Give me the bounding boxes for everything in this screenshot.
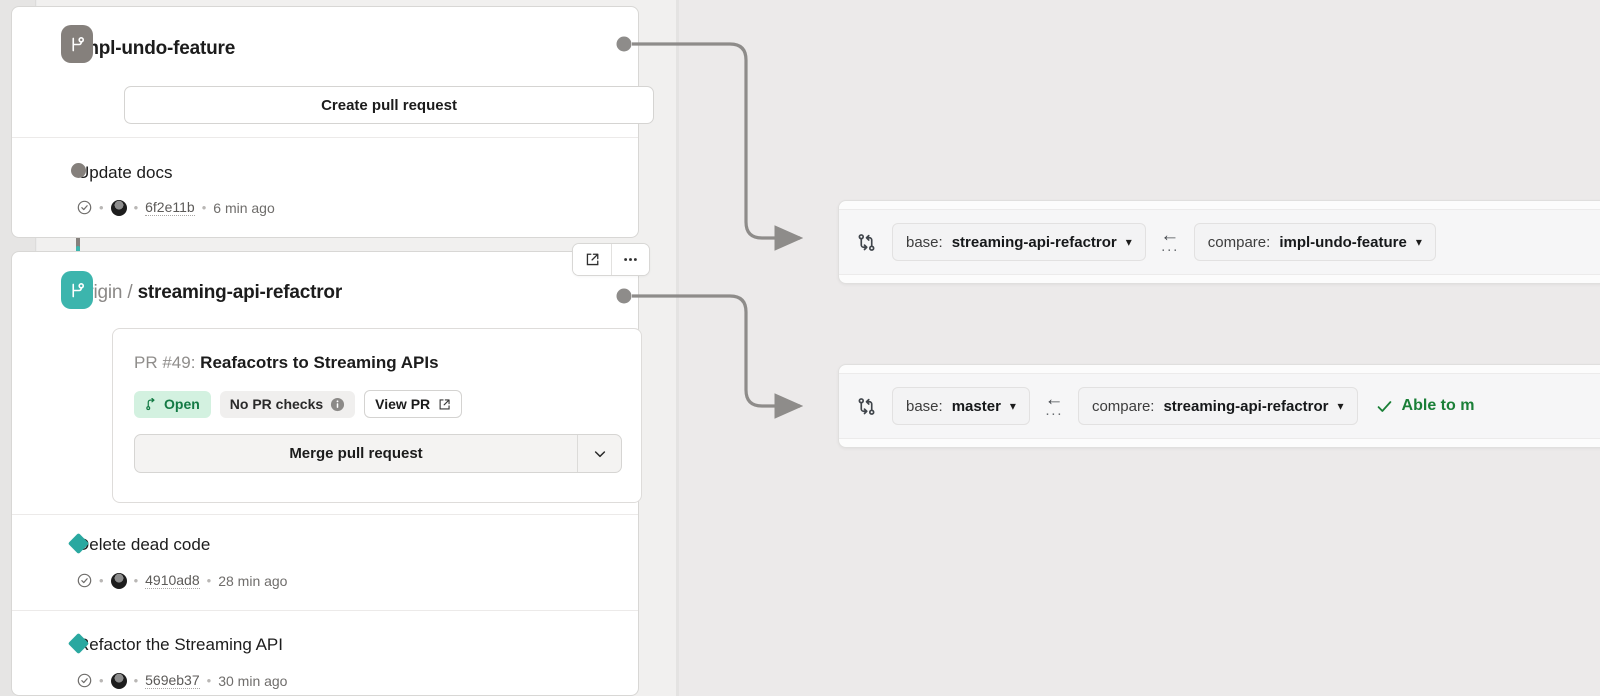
chevron-down-icon: ▾ (1415, 235, 1422, 249)
merge-button-group: Merge pull request (134, 434, 622, 473)
commit-time: 28 min ago (218, 572, 288, 589)
commit-sha-link[interactable]: 569eb37 (145, 672, 200, 689)
commit-message: Update docs (77, 163, 173, 182)
git-compare-icon (857, 233, 876, 252)
branch-name: impl-undo-feature (77, 38, 236, 59)
compare-pane (679, 0, 1600, 696)
pull-request-title-text: Reafacotrs to Streaming APIs (200, 353, 439, 372)
pull-request-icon (145, 397, 158, 411)
merge-status: Able to m (1376, 397, 1475, 415)
direction-dots: ··· (1160, 241, 1179, 258)
check-circle-icon (77, 573, 92, 588)
status-badge-label: Open (164, 396, 200, 412)
left-arrow-icon: ← (1044, 389, 1064, 410)
compare-direction-indicator: ← ··· (1146, 225, 1194, 258)
compare-label: compare: (1091, 397, 1155, 415)
meta-separator: • (99, 673, 104, 688)
commit-sha-link[interactable]: 4910ad8 (145, 572, 200, 589)
left-arrow-icon: ← (1160, 225, 1180, 246)
commit-meta: • • 6f2e11b • 6 min ago (77, 199, 275, 216)
compare-branch-select[interactable]: compare: impl-undo-feature ▾ (1193, 223, 1436, 261)
compare-panel-inner: base: streaming-api-refactror ▾ ← ··· co… (839, 209, 1600, 275)
meta-separator: • (206, 673, 212, 688)
base-branch-select[interactable]: base: master ▾ (892, 387, 1030, 425)
pull-request-box: PR #49: Reafacotrs to Streaming APIs Ope… (112, 328, 642, 503)
commit-time: 6 min ago (213, 199, 275, 216)
base-branch-select[interactable]: base: streaming-api-refactror ▾ (892, 223, 1146, 261)
commit-message: Delete dead code (77, 535, 211, 554)
branch-header-actions (572, 243, 650, 276)
merge-options-caret[interactable] (577, 435, 621, 472)
check-circle-icon (77, 200, 92, 215)
base-label: base: (906, 233, 943, 251)
meta-separator: • (201, 200, 207, 215)
view-pr-label: View PR (375, 396, 431, 412)
view-pr-button[interactable]: View PR (364, 390, 463, 418)
card-row-separator (12, 514, 638, 515)
branch-icon-chip-origin (61, 271, 93, 309)
branch-icon-chip-impl (61, 25, 93, 63)
base-value: streaming-api-refactror (951, 233, 1117, 251)
external-link-icon (438, 398, 451, 411)
branch-card-impl-undo-feature: impl-undo-feature Create pull request Up… (11, 6, 654, 238)
git-compare-icon (857, 397, 876, 416)
pr-checks-label: No PR checks (229, 396, 324, 412)
commit-meta: • • 4910ad8 • 28 min ago (77, 572, 287, 589)
more-options-icon[interactable] (611, 244, 649, 275)
branch-separator: / (127, 282, 133, 303)
avatar (110, 572, 127, 589)
chevron-down-icon: ▾ (1337, 399, 1344, 413)
base-value: master (951, 397, 1001, 415)
compare-value: streaming-api-refactror (1163, 397, 1329, 415)
meta-separator: • (133, 200, 139, 215)
chevron-down-icon (594, 450, 605, 457)
meta-separator: • (133, 673, 139, 688)
chevron-down-icon: ▾ (1125, 235, 1132, 249)
commit-message: Refactor the Streaming API (77, 635, 283, 654)
commit-meta: • • 569eb37 • 30 min ago (77, 672, 287, 689)
compare-value: impl-undo-feature (1279, 233, 1407, 251)
avatar (110, 199, 127, 216)
create-pull-request-button[interactable]: Create pull request (124, 86, 654, 124)
pr-checks-badge[interactable]: No PR checks (219, 390, 356, 418)
pull-request-title: PR #49: Reafacotrs to Streaming APIs (134, 353, 439, 373)
git-branch-icon (71, 36, 84, 51)
meta-separator: • (99, 573, 104, 588)
compare-label: compare: (1207, 233, 1271, 251)
check-circle-icon (77, 673, 92, 688)
check-icon (1376, 398, 1393, 415)
compare-panel-inner: base: master ▾ ← ··· compare: streaming-… (839, 373, 1600, 439)
direction-dots: ··· (1044, 405, 1063, 422)
card-row-separator (12, 137, 638, 138)
info-icon[interactable] (330, 397, 345, 412)
meta-separator: • (206, 573, 212, 588)
card-row-separator (12, 610, 638, 611)
commit-node-dot (71, 163, 86, 178)
pull-request-badges: Open No PR checks View PR (134, 390, 463, 418)
compare-direction-indicator: ← ··· (1030, 389, 1078, 422)
base-label: base: (906, 397, 943, 415)
chevron-down-icon: ▾ (1009, 399, 1016, 413)
commit-time: 30 min ago (218, 672, 288, 689)
branch-header: impl-undo-feature (12, 7, 638, 95)
compare-panel-impl-undo-feature: base: streaming-api-refactror ▾ ← ··· co… (838, 200, 1600, 284)
pull-request-number: PR #49: (134, 353, 196, 372)
status-badge-open[interactable]: Open (134, 390, 211, 418)
open-external-icon[interactable] (573, 244, 611, 275)
branch-name-full: origin / streaming-api-refactror (77, 282, 342, 304)
meta-separator: • (99, 200, 104, 215)
commit-sha-link[interactable]: 6f2e11b (145, 199, 195, 216)
branch-card-streaming-api-refactror: origin / streaming-api-refactror PR #49:… (11, 251, 642, 696)
avatar (110, 672, 127, 689)
git-branch-icon (71, 282, 84, 297)
merge-status-label: Able to m (1401, 397, 1475, 414)
meta-separator: • (133, 573, 139, 588)
compare-branch-select[interactable]: compare: streaming-api-refactror ▾ (1077, 387, 1358, 425)
branch-name: streaming-api-refactror (137, 282, 343, 303)
merge-pull-request-button[interactable]: Merge pull request (289, 445, 423, 462)
compare-panel-streaming-api-refactror: base: master ▾ ← ··· compare: streaming-… (838, 364, 1600, 448)
